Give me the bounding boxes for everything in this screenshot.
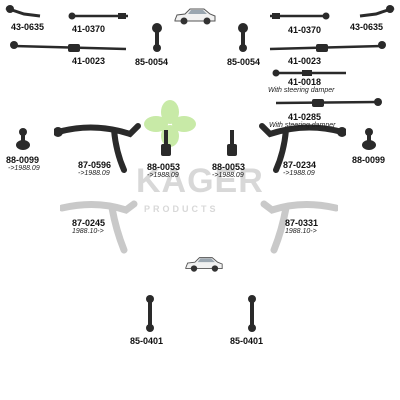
control-arm-icon xyxy=(259,123,346,173)
part-number: 41-0370 xyxy=(288,25,322,35)
part-number: 88-0099 xyxy=(6,155,40,165)
part-number: 85-0401 xyxy=(130,336,164,346)
inner-tie-rod-icon xyxy=(68,12,128,20)
bushing-icon xyxy=(161,130,171,156)
watermark-sub: PRODUCTS xyxy=(144,204,219,214)
part-note: ->1988.09 xyxy=(8,165,40,172)
part-note: 1988.10-> xyxy=(72,228,104,235)
tie-rod-end-icon xyxy=(359,5,395,18)
tie-rod-end-icon xyxy=(5,5,41,18)
tie-rod-assembly-icon xyxy=(269,41,386,52)
part-number: 88-0053 xyxy=(147,162,181,172)
part-note: ->1988.09 xyxy=(283,170,315,177)
part-note: With steering damper xyxy=(269,122,336,129)
part-number: 87-0234 xyxy=(283,160,317,170)
part-note: 1988.10-> xyxy=(285,228,317,235)
bushing-icon xyxy=(227,130,237,156)
part-number: 85-0054 xyxy=(227,57,261,67)
tie-rod-assembly-icon xyxy=(10,41,127,52)
part-number: 41-0023 xyxy=(72,56,106,66)
stabilizer-link-icon xyxy=(238,23,248,52)
part-number: 87-0331 xyxy=(285,218,319,228)
part-number: 85-0401 xyxy=(230,336,264,346)
part-note: ->1988.09 xyxy=(78,170,110,177)
part-number: 87-0596 xyxy=(78,160,112,170)
part-note: ->1988.09 xyxy=(212,172,244,179)
ball-joint-icon xyxy=(362,128,376,150)
rear-link-icon xyxy=(248,295,256,332)
steering-rod-icon xyxy=(275,98,382,107)
part-number: 41-0018 xyxy=(288,77,322,87)
part-note: ->1988.09 xyxy=(147,172,179,179)
part-number: 43-0635 xyxy=(11,22,45,32)
part-number: 41-0023 xyxy=(288,56,322,66)
car-icon xyxy=(185,257,223,272)
rear-link-icon xyxy=(146,295,154,332)
part-number: 41-0370 xyxy=(72,24,106,34)
inner-tie-rod-icon xyxy=(270,12,330,20)
part-number: 87-0245 xyxy=(72,218,106,228)
car-icon xyxy=(174,8,216,25)
steering-rod-icon xyxy=(272,69,346,77)
control-arm-icon xyxy=(260,200,338,254)
part-number: 88-0099 xyxy=(352,155,386,165)
part-number: 43-0635 xyxy=(350,22,384,32)
part-number: 41-0285 xyxy=(288,112,322,122)
ball-joint-icon xyxy=(16,128,30,150)
stabilizer-link-icon xyxy=(152,23,162,52)
part-number: 85-0054 xyxy=(135,57,169,67)
watermark-brand: KAGER xyxy=(136,162,264,200)
part-number: 88-0053 xyxy=(212,162,246,172)
control-arm-icon xyxy=(60,200,138,254)
part-note: With steering damper xyxy=(268,87,335,94)
control-arm-icon xyxy=(54,123,141,173)
